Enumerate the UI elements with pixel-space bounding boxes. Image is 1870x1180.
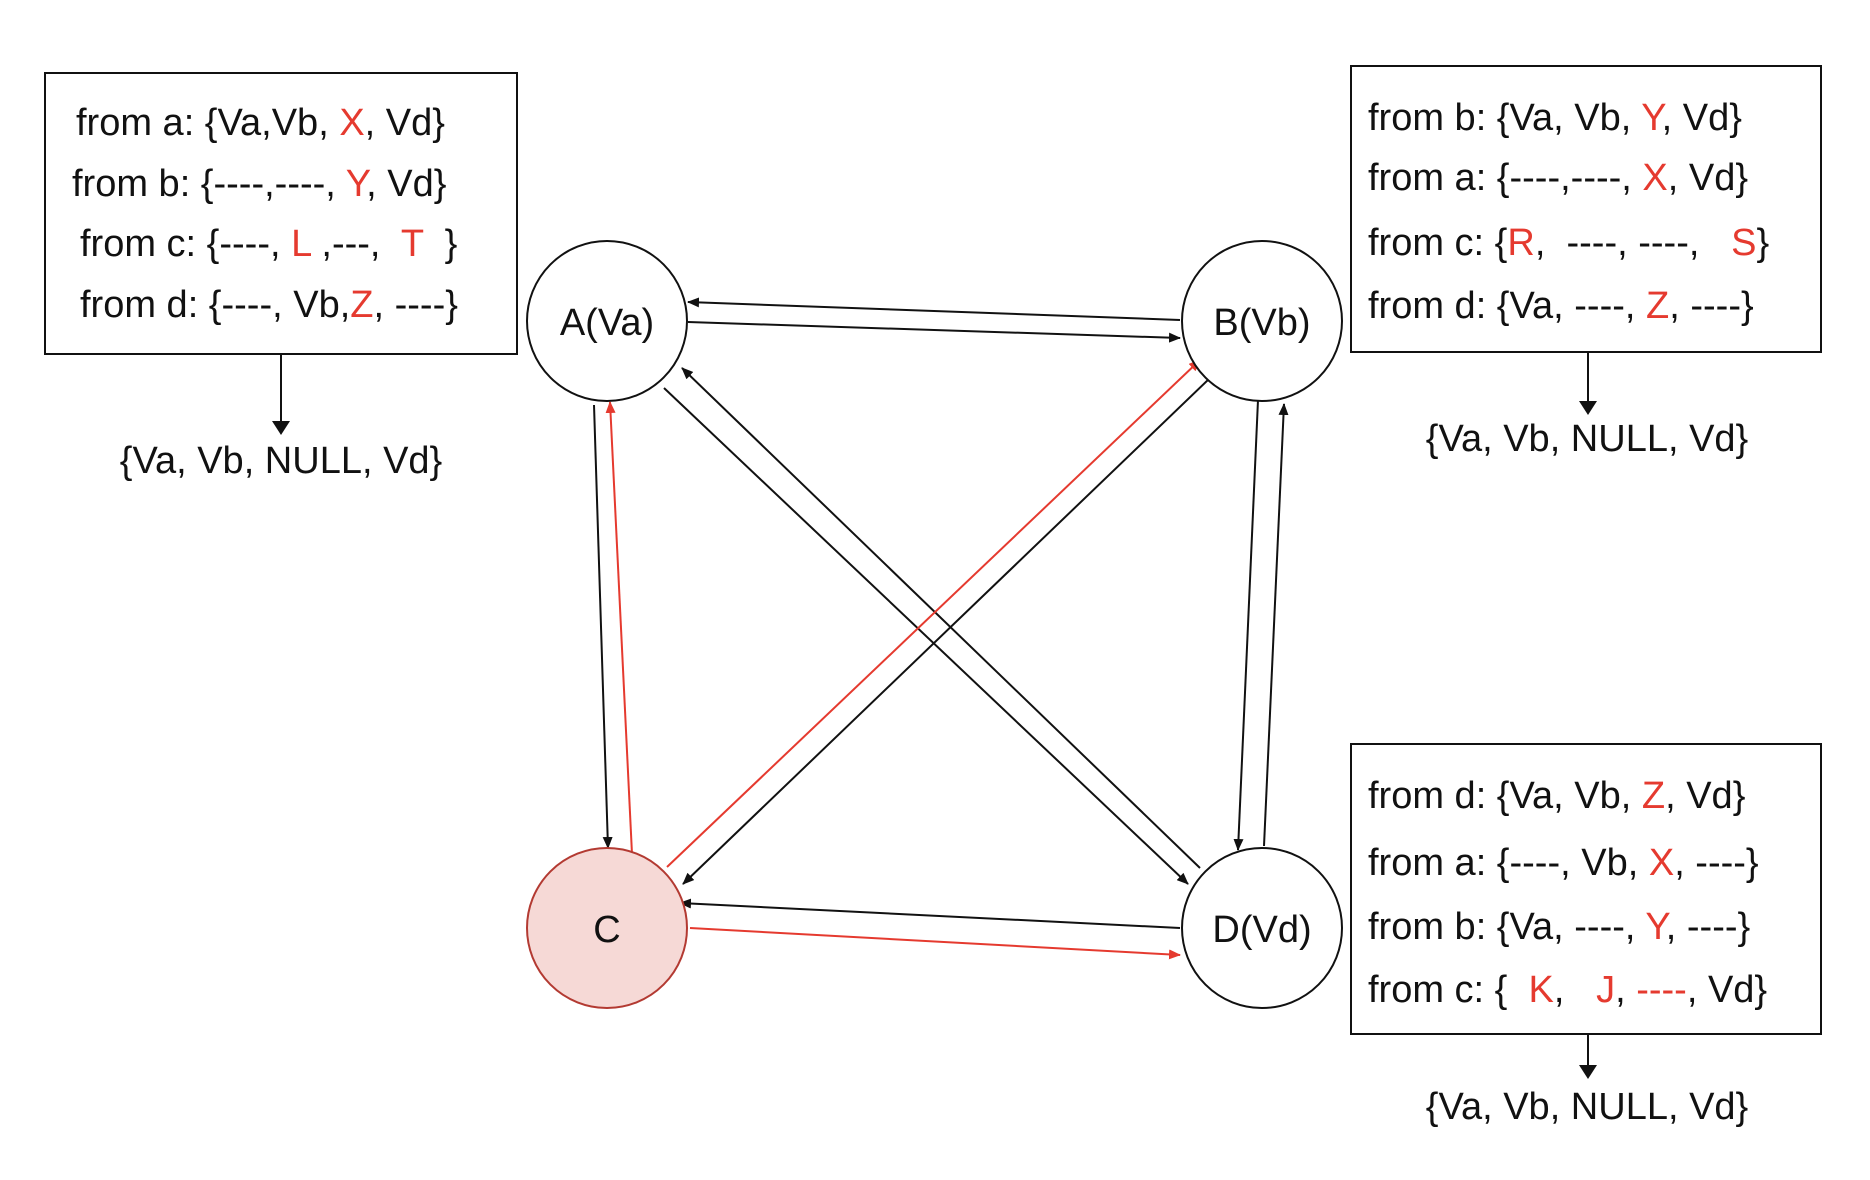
- row-text: , ----, ----,: [1534, 222, 1732, 264]
- highlight-value: Y: [345, 163, 367, 205]
- row-text: , Vd}: [1665, 775, 1746, 817]
- box-d-result: {Va, Vb, NULL, Vd}: [1425, 1086, 1749, 1128]
- highlight-value: X: [1642, 157, 1668, 199]
- row-text: from a: {----,----,: [1368, 157, 1643, 199]
- row-text: }: [1756, 222, 1770, 264]
- box-a-row-3: from c: {----, L ,---, T }: [80, 223, 457, 265]
- edge-a-to-c: [593, 404, 613, 849]
- vector-box-a: from a: {Va,Vb, X, Vd} from b: {----,---…: [44, 72, 518, 355]
- row-text: , ----}: [1669, 285, 1754, 327]
- node-a: A(Va): [526, 240, 688, 402]
- edge-d-to-c: [679, 898, 1181, 929]
- edge-a-to-d: [663, 387, 1189, 885]
- row-text: from b: {Va, Vb,: [1368, 97, 1642, 139]
- highlight-value: J: [1596, 969, 1616, 1011]
- edge-d-to-b: [1263, 403, 1289, 847]
- edge-b-to-d: [1233, 399, 1259, 851]
- node-c-faulty: C: [526, 847, 688, 1009]
- box-d-row-4: from c: { K, J, ----, Vd}: [1368, 969, 1767, 1011]
- highlight-value: X: [1648, 842, 1675, 884]
- edge-a-to-b: [687, 321, 1181, 343]
- box-a-row-1: from a: {Va,Vb, X, Vd}: [76, 102, 445, 144]
- row-text: from c: {----,: [80, 223, 292, 265]
- box-d-result-arrow: [1579, 1035, 1597, 1079]
- edge-c-to-b: [666, 359, 1201, 868]
- edge-b-to-c: [682, 377, 1211, 885]
- row-text: , Vd}: [1686, 969, 1768, 1011]
- box-a-row-2: from b: {----,----, Y, Vd}: [72, 163, 446, 205]
- row-text: from a: {----, Vb,: [1368, 842, 1649, 884]
- box-b-row-4: from d: {Va, ----, Z, ----}: [1368, 285, 1754, 327]
- edge-c-to-a: [605, 401, 633, 855]
- box-a-result-arrow: [272, 355, 290, 435]
- row-text: , ----}: [1674, 842, 1759, 884]
- row-text: from a: {Va,Vb,: [76, 102, 340, 144]
- highlight-value: L: [291, 223, 311, 265]
- box-b-row-3: from c: {R, ----, ----, S}: [1368, 222, 1769, 264]
- highlight-value: S: [1731, 222, 1757, 264]
- node-d: D(Vd): [1181, 847, 1343, 1009]
- edge-c-to-d: [689, 927, 1181, 960]
- vector-box-d: from d: {Va, Vb, Z, Vd} from a: {----, V…: [1350, 743, 1822, 1035]
- highlight-value: T: [400, 223, 424, 265]
- box-b-row-2: from a: {----,----, X, Vd}: [1368, 157, 1748, 199]
- box-b-result-arrow: [1579, 353, 1597, 415]
- svg-text:A(Va): A(Va): [560, 302, 654, 344]
- row-text: from b: {Va, ----,: [1368, 906, 1646, 948]
- row-text: from c: {: [1368, 222, 1508, 264]
- highlight-value: ----: [1636, 969, 1687, 1011]
- highlight-value: Y: [1641, 97, 1662, 139]
- highlight-value: Z: [1641, 775, 1666, 817]
- row-text: from d: {----, Vb,: [80, 284, 351, 326]
- node-b: B(Vb): [1181, 240, 1343, 402]
- edge-b-to-a: [687, 297, 1181, 321]
- row-text: from d: {Va, Vb,: [1368, 775, 1642, 817]
- row-text: ,: [1615, 969, 1637, 1011]
- edge-d-to-a: [681, 367, 1201, 869]
- row-text: , Vd}: [364, 102, 445, 144]
- row-text: ,---,: [310, 223, 401, 265]
- row-text: ,: [1553, 969, 1597, 1011]
- highlight-value: X: [339, 102, 365, 144]
- box-a-row-4: from d: {----, Vb,Z, ----}: [80, 284, 458, 326]
- svg-text:C: C: [593, 909, 620, 951]
- highlight-value: Y: [1645, 906, 1666, 948]
- row-text: , Vd}: [366, 163, 447, 205]
- box-d-row-3: from b: {Va, ----, Y, ----}: [1368, 906, 1750, 948]
- highlight-value: K: [1528, 969, 1554, 1011]
- box-b-result: {Va, Vb, NULL, Vd}: [1425, 418, 1749, 460]
- row-text: }: [423, 223, 458, 265]
- row-text: , Vd}: [1661, 97, 1742, 139]
- row-text: from c: {: [1368, 969, 1529, 1011]
- row-text: , ----}: [1665, 906, 1751, 948]
- highlight-value: Z: [350, 284, 374, 326]
- row-text: , Vd}: [1667, 157, 1749, 199]
- box-a-result: {Va, Vb, NULL, Vd}: [119, 440, 443, 482]
- box-b-row-1: from b: {Va, Vb, Y, Vd}: [1368, 97, 1742, 139]
- row-text: from d: {Va, ----,: [1368, 285, 1647, 327]
- box-d-row-1: from d: {Va, Vb, Z, Vd}: [1368, 775, 1745, 817]
- vector-box-b: from b: {Va, Vb, Y, Vd} from a: {----,--…: [1350, 65, 1822, 353]
- svg-text:D(Vd): D(Vd): [1212, 909, 1311, 951]
- highlight-value: R: [1507, 222, 1535, 264]
- box-d-row-2: from a: {----, Vb, X, ----}: [1368, 842, 1759, 884]
- row-text: from b: {----,----,: [72, 163, 346, 205]
- svg-text:B(Vb): B(Vb): [1213, 302, 1310, 344]
- highlight-value: Z: [1646, 285, 1670, 327]
- row-text: , ----}: [373, 284, 458, 326]
